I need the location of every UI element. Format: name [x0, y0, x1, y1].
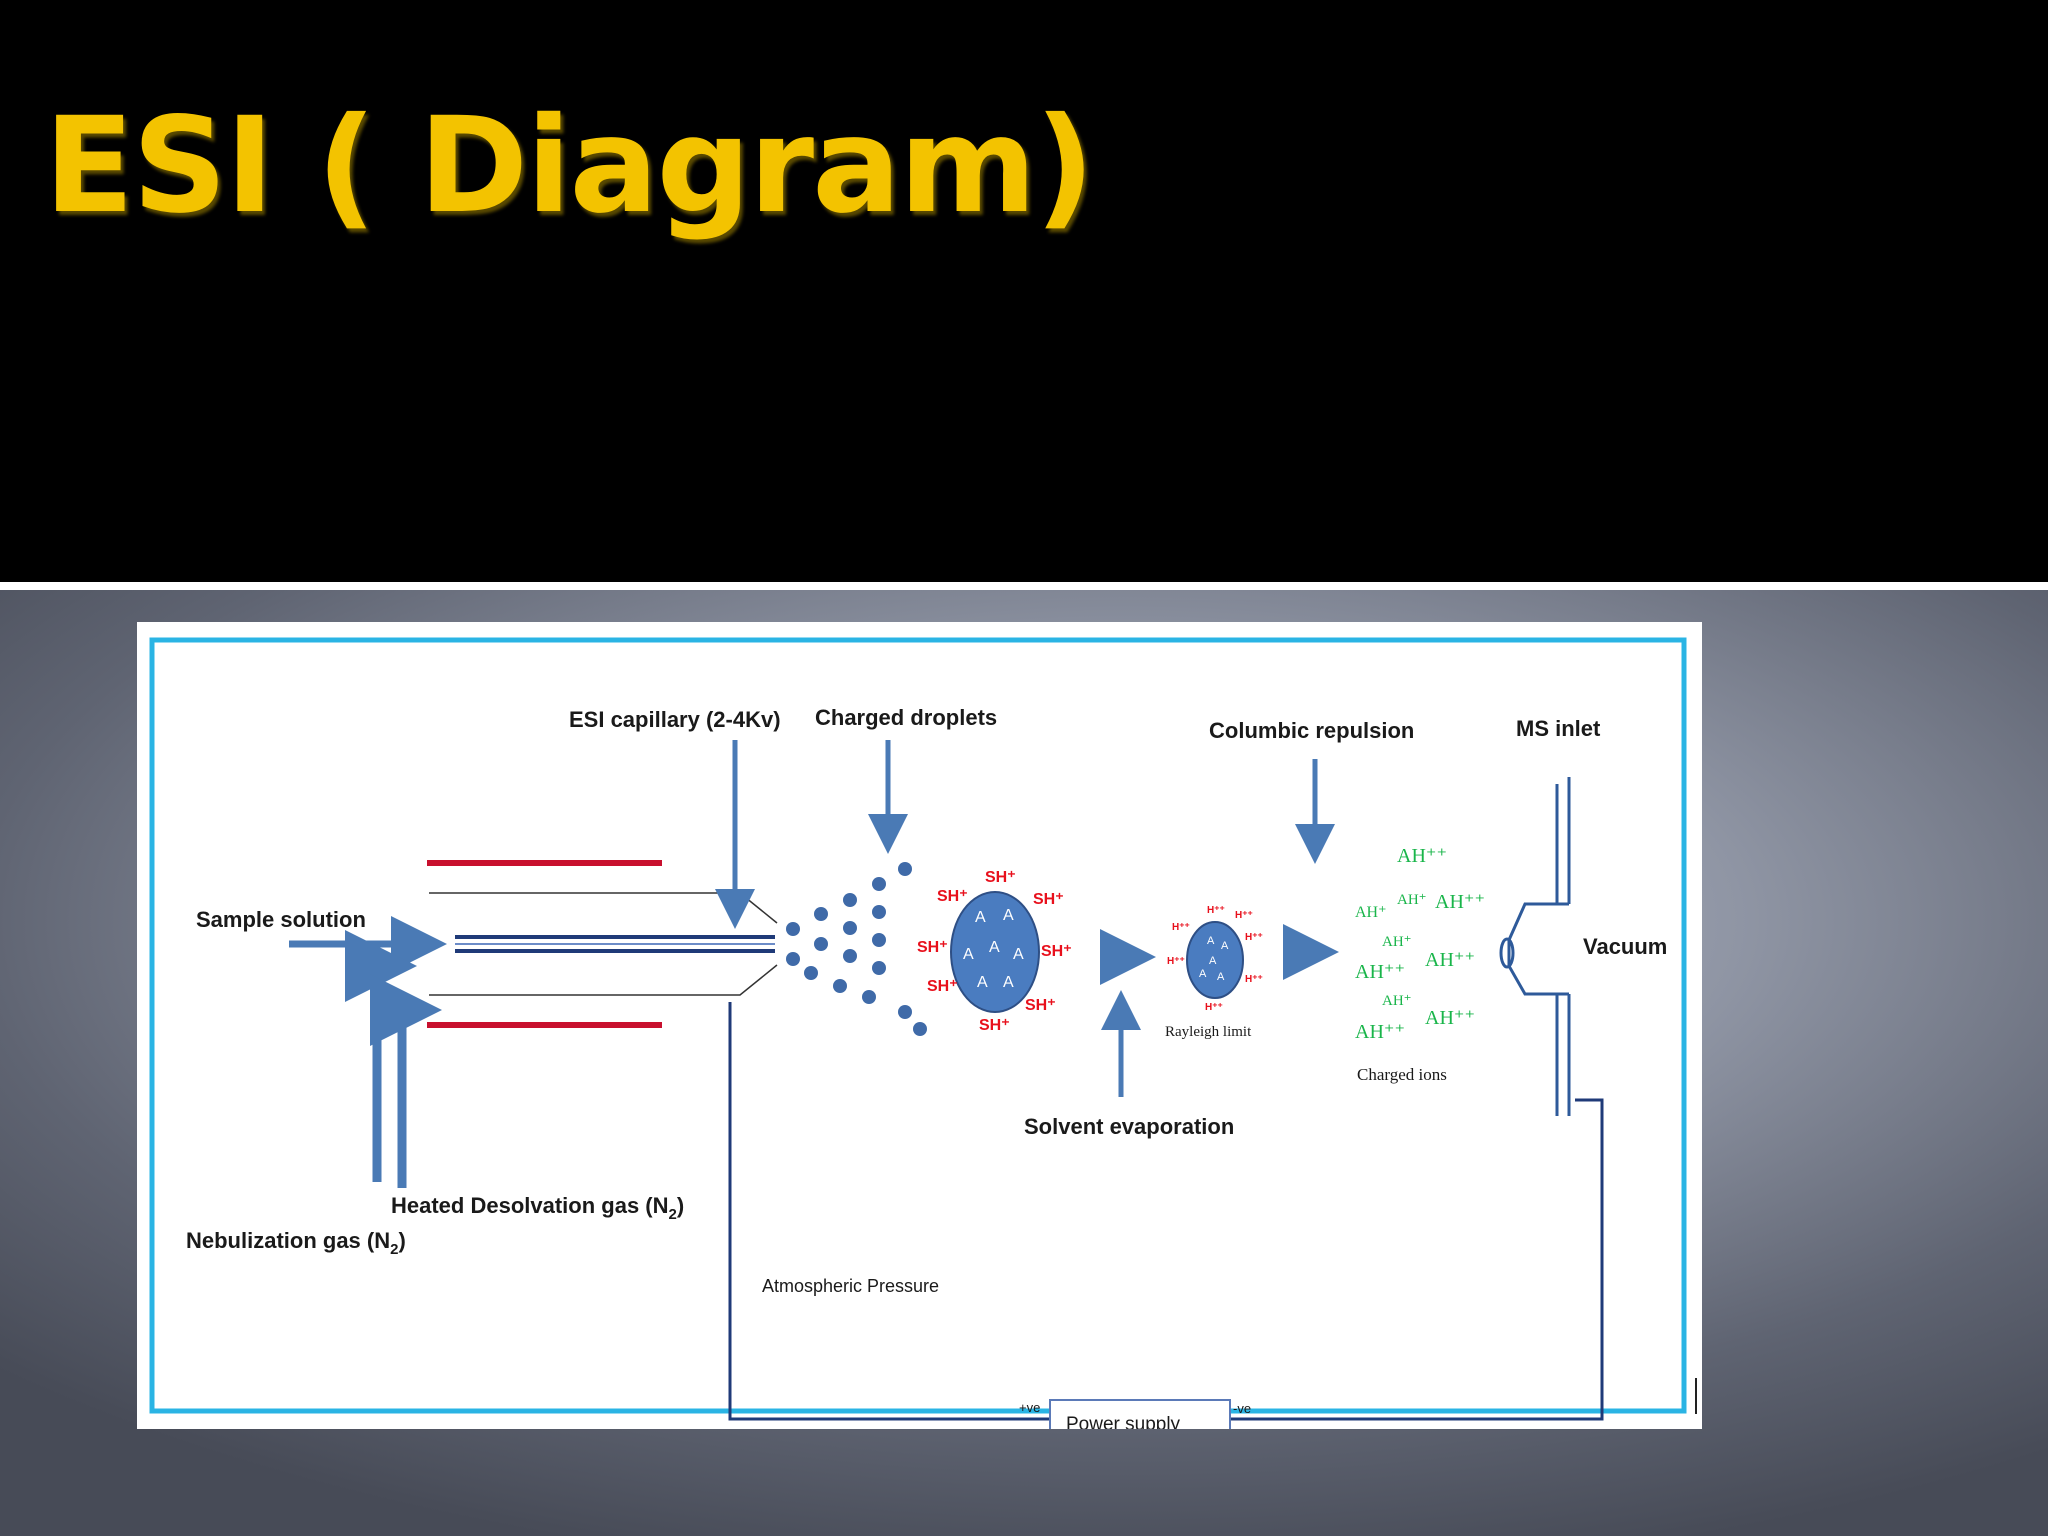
- svg-text:H⁺⁺: H⁺⁺: [1207, 905, 1225, 916]
- columbic-repulsion-label: Columbic repulsion: [1209, 718, 1414, 743]
- svg-text:AH⁺⁺: AH⁺⁺: [1355, 961, 1405, 983]
- svg-text:H⁺⁺: H⁺⁺: [1245, 974, 1263, 985]
- esi-capillary-label: ESI capillary (2-4Kv): [569, 707, 781, 732]
- droplet-charges: SH⁺ SH⁺ SH⁺ SH⁺ SH⁺ SH⁺ SH⁺ SH⁺: [917, 869, 1072, 1034]
- svg-text:A: A: [1221, 940, 1229, 952]
- svg-text:AH⁺: AH⁺: [1382, 993, 1412, 1009]
- svg-text:H⁺⁺: H⁺⁺: [1172, 922, 1190, 933]
- svg-text:AH⁺⁺: AH⁺⁺: [1397, 845, 1447, 867]
- esi-diagram: A A A A A A A SH⁺ SH⁺ SH⁺ SH⁺ SH⁺ SH⁺ SH…: [149, 637, 1687, 1429]
- svg-text:SH⁺: SH⁺: [1033, 891, 1064, 908]
- negative-terminal-label: -ve: [1233, 1401, 1251, 1416]
- svg-text:A: A: [1003, 974, 1014, 991]
- nebulization-gas-label: Nebulization gas (N2): [186, 1228, 406, 1258]
- svg-text:SH⁺: SH⁺: [1041, 943, 1072, 960]
- svg-text:AH⁺⁺: AH⁺⁺: [1425, 949, 1475, 971]
- svg-text:SH⁺: SH⁺: [927, 978, 958, 995]
- svg-text:A: A: [1013, 946, 1024, 963]
- svg-text:AH⁺: AH⁺: [1382, 934, 1412, 950]
- power-supply-box: [1049, 1399, 1231, 1429]
- svg-text:H⁺⁺: H⁺⁺: [1245, 932, 1263, 943]
- svg-text:A: A: [1209, 955, 1217, 967]
- panel-border: [149, 637, 1687, 1414]
- nebulization-gas-arrow: [345, 930, 417, 1182]
- vacuum-label: Vacuum: [1583, 934, 1667, 959]
- svg-text:H⁺⁺: H⁺⁺: [1205, 1002, 1223, 1013]
- desolvation-gas-arrow: [370, 974, 442, 1188]
- solvent-evaporation-label: Solvent evaporation: [1024, 1114, 1234, 1139]
- positive-terminal-label: +ve: [1019, 1400, 1040, 1415]
- atmospheric-pressure-label: Atmospheric Pressure: [762, 1276, 939, 1296]
- rayleigh-limit-label: Rayleigh limit: [1165, 1024, 1252, 1040]
- power-supply-label: Power supply: [1066, 1414, 1181, 1429]
- charged-ion-cloud: AH⁺⁺ AH⁺ AH⁺ AH⁺⁺ AH⁺ AH⁺⁺ AH⁺⁺ AH⁺ AH⁺⁺…: [1355, 845, 1485, 1043]
- svg-text:SH⁺: SH⁺: [985, 869, 1016, 886]
- svg-text:AH⁺: AH⁺: [1355, 904, 1387, 921]
- charged-ions-label: Charged ions: [1357, 1065, 1447, 1084]
- svg-text:SH⁺: SH⁺: [937, 888, 968, 905]
- circuit-wire-positive: [728, 1002, 1050, 1421]
- ms-inlet-label: MS inlet: [1516, 716, 1601, 741]
- svg-text:A: A: [963, 946, 974, 963]
- rayleigh-analytes: A A A A A: [1199, 935, 1229, 983]
- esi-diagram-panel: A A A A A A A SH⁺ SH⁺ SH⁺ SH⁺ SH⁺ SH⁺ SH…: [137, 622, 1702, 1429]
- title-divider: [0, 582, 2048, 590]
- svg-text:A: A: [1217, 971, 1225, 983]
- svg-text:A: A: [1207, 935, 1215, 947]
- ms-inlet-cone: [1499, 777, 1571, 1116]
- circuit-wire-negative: [1230, 1098, 1604, 1421]
- charged-droplet: [950, 891, 1040, 1013]
- svg-text:SH⁺: SH⁺: [979, 1017, 1010, 1034]
- svg-text:A: A: [975, 909, 986, 926]
- droplet-analytes: A A A A A A A: [963, 907, 1024, 991]
- svg-text:H⁺⁺: H⁺⁺: [1167, 956, 1185, 967]
- charged-droplets-label: Charged droplets: [815, 705, 997, 730]
- rayleigh-droplet: [1186, 921, 1244, 999]
- svg-text:A: A: [977, 974, 988, 991]
- heated-desolvation-gas-label: Heated Desolvation gas (N2): [391, 1193, 684, 1223]
- svg-text:A: A: [1003, 907, 1014, 924]
- title-bar: ESI ( Diagram): [0, 0, 2048, 582]
- svg-text:SH⁺: SH⁺: [917, 939, 948, 956]
- svg-text:SH⁺: SH⁺: [1025, 997, 1056, 1014]
- svg-text:AH⁺⁺: AH⁺⁺: [1355, 1021, 1405, 1043]
- svg-text:H⁺⁺: H⁺⁺: [1235, 910, 1253, 921]
- svg-text:AH⁺⁺: AH⁺⁺: [1425, 1007, 1475, 1029]
- rayleigh-charges: H⁺⁺ H⁺⁺ H⁺⁺ H⁺⁺ H⁺⁺ H⁺⁺ H⁺⁺: [1167, 905, 1263, 1013]
- sample-solution-label: Sample solution: [196, 907, 366, 932]
- text-cursor: [1695, 1378, 1697, 1414]
- svg-text:AH⁺⁺: AH⁺⁺: [1435, 891, 1485, 913]
- svg-text:A: A: [1199, 968, 1207, 980]
- svg-text:A: A: [989, 939, 1000, 956]
- spray-droplets: [786, 862, 927, 1036]
- outer-tube-upper: [429, 892, 778, 924]
- slide-title: ESI ( Diagram): [44, 89, 1095, 243]
- svg-text:AH⁺: AH⁺: [1397, 892, 1427, 908]
- outer-tube-lower: [429, 964, 778, 996]
